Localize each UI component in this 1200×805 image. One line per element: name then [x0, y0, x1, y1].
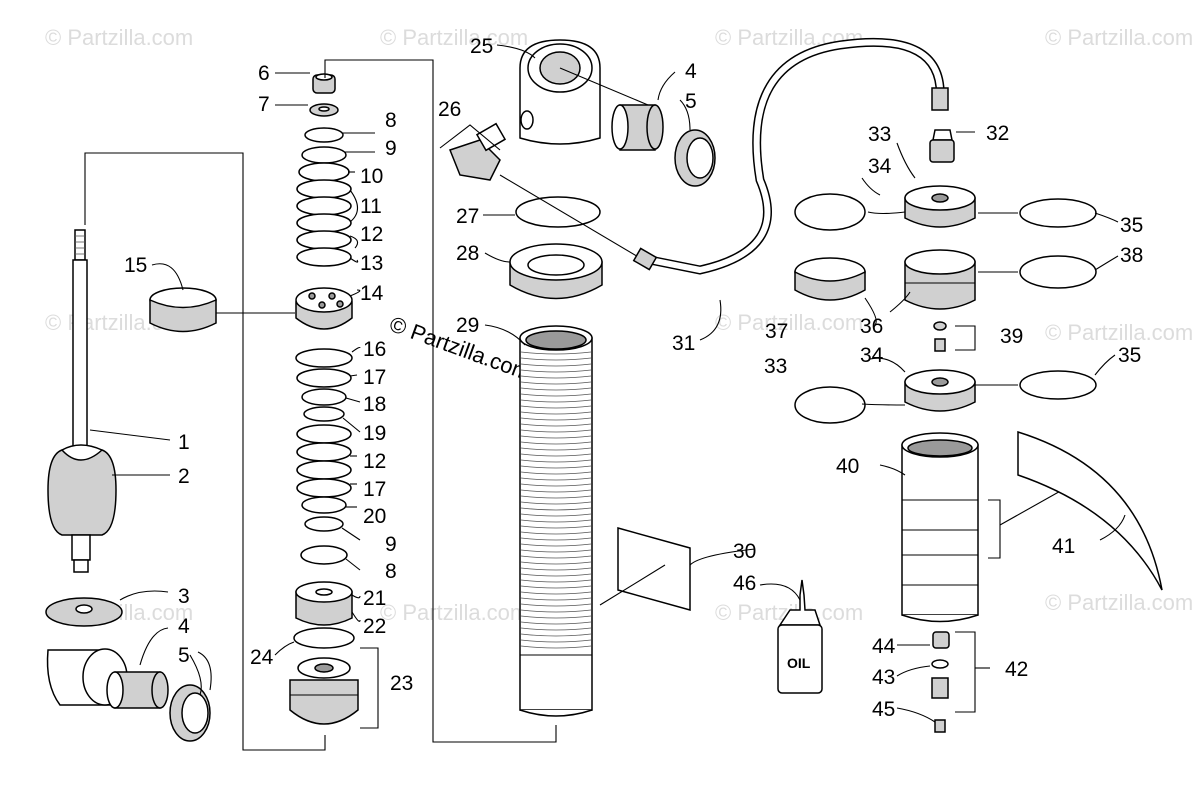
callout-46: 46: [733, 572, 756, 595]
seal-ring: [293, 627, 355, 649]
watermark: © Partzilla.com: [45, 25, 193, 50]
callout-6: 6: [258, 62, 270, 85]
callout-19: 19: [363, 422, 386, 445]
bracket-line: [324, 59, 557, 743]
callout-17: 17: [363, 478, 386, 501]
callout-1: 1: [178, 431, 190, 454]
leader-lines: [89, 44, 1126, 723]
callout-35: 35: [1118, 344, 1141, 367]
o-ring: [515, 196, 601, 228]
callout-4: 4: [178, 615, 190, 638]
callout-29: 29: [456, 314, 479, 337]
callout-8: 8: [385, 560, 397, 583]
callout-45: 45: [872, 698, 895, 721]
callout-15: 15: [124, 254, 147, 277]
callout-9: 9: [385, 533, 397, 556]
callout-26: 26: [438, 98, 461, 121]
oil-label: OIL: [787, 655, 811, 671]
watermark: © Partzilla.com: [1045, 25, 1193, 50]
valve-stack: [289, 73, 379, 729]
shock-body: OIL: [324, 39, 823, 743]
watermark: © Partzilla.com: [380, 600, 528, 625]
reservoir-assembly: [499, 37, 1163, 733]
callout-18: 18: [363, 393, 386, 416]
oil-bottle-neck: [778, 579, 822, 626]
seal-head: [289, 679, 359, 725]
hose-fitting: [931, 87, 949, 111]
reservoir-clip: [1017, 430, 1163, 591]
cap: [932, 631, 950, 649]
callout-41: 41: [1052, 535, 1075, 558]
callout-30: 30: [733, 540, 756, 563]
shaft: [72, 259, 88, 461]
oil-bottle: [777, 624, 823, 694]
callout-2: 2: [178, 465, 190, 488]
callout-11: 11: [360, 195, 382, 218]
callout-3: 3: [178, 585, 190, 608]
callout-40: 40: [836, 455, 859, 478]
callout-34: 34: [868, 155, 892, 178]
callout-27: 27: [456, 205, 479, 228]
bumper: [47, 449, 117, 536]
callout-39: 39: [1000, 325, 1023, 348]
callout-25: 25: [470, 35, 493, 58]
callout-8: 8: [385, 109, 397, 132]
floating-piston: [904, 261, 976, 310]
callout-44: 44: [872, 635, 896, 658]
callout-12: 12: [363, 450, 386, 473]
callout-43: 43: [872, 666, 895, 689]
adapter: [932, 129, 953, 141]
callout-22: 22: [363, 615, 386, 638]
callout-17: 17: [363, 366, 386, 389]
o-ring: [1019, 198, 1097, 228]
callout-10: 10: [360, 165, 383, 188]
callout-33: 33: [868, 123, 891, 146]
watermark: © Partzilla.com: [715, 310, 863, 335]
watermark: © Partzilla.com: [1045, 320, 1193, 345]
o-ring: [1019, 370, 1097, 400]
callout-numbers: 1 2 3 4 5 4 5 6 7 8 9 10 11 12 13 14 15 …: [124, 35, 1143, 721]
callout-42: 42: [1005, 658, 1028, 681]
callout-28: 28: [456, 242, 479, 265]
callout-32: 32: [986, 122, 1009, 145]
spring-clip: [617, 527, 691, 611]
valve-core: [931, 677, 949, 699]
callout-20: 20: [363, 505, 386, 528]
callout-21: 21: [363, 587, 386, 610]
callout-14: 14: [360, 282, 384, 305]
callout-16: 16: [363, 338, 386, 361]
callout-12: 12: [360, 223, 383, 246]
bracket-line: [84, 152, 326, 751]
callout-7: 7: [258, 93, 270, 116]
callout-35: 35: [1120, 214, 1143, 237]
body-tube: [519, 337, 593, 711]
watermark: © Partzilla.com: [1045, 590, 1193, 615]
callout-5: 5: [178, 644, 190, 667]
callout-33: 33: [764, 355, 787, 378]
snap-ring: [794, 193, 866, 231]
callout-4: 4: [685, 60, 697, 83]
shaft-thread: [74, 229, 86, 261]
shaft-assembly: [45, 152, 326, 751]
callout-31: 31: [672, 332, 695, 355]
callout-36: 36: [860, 315, 883, 338]
o-ring: [1019, 255, 1097, 289]
callout-38: 38: [1120, 244, 1143, 267]
body-threads: [520, 351, 592, 649]
callout-34: 34: [860, 344, 884, 367]
callout-9: 9: [385, 137, 397, 160]
callout-23: 23: [390, 672, 413, 695]
callout-5: 5: [685, 90, 697, 113]
snap-ring: [794, 386, 866, 424]
callout-13: 13: [360, 252, 383, 275]
callout-24: 24: [250, 646, 274, 669]
fill-valve: [933, 321, 947, 331]
callout-37: 37: [765, 320, 788, 343]
